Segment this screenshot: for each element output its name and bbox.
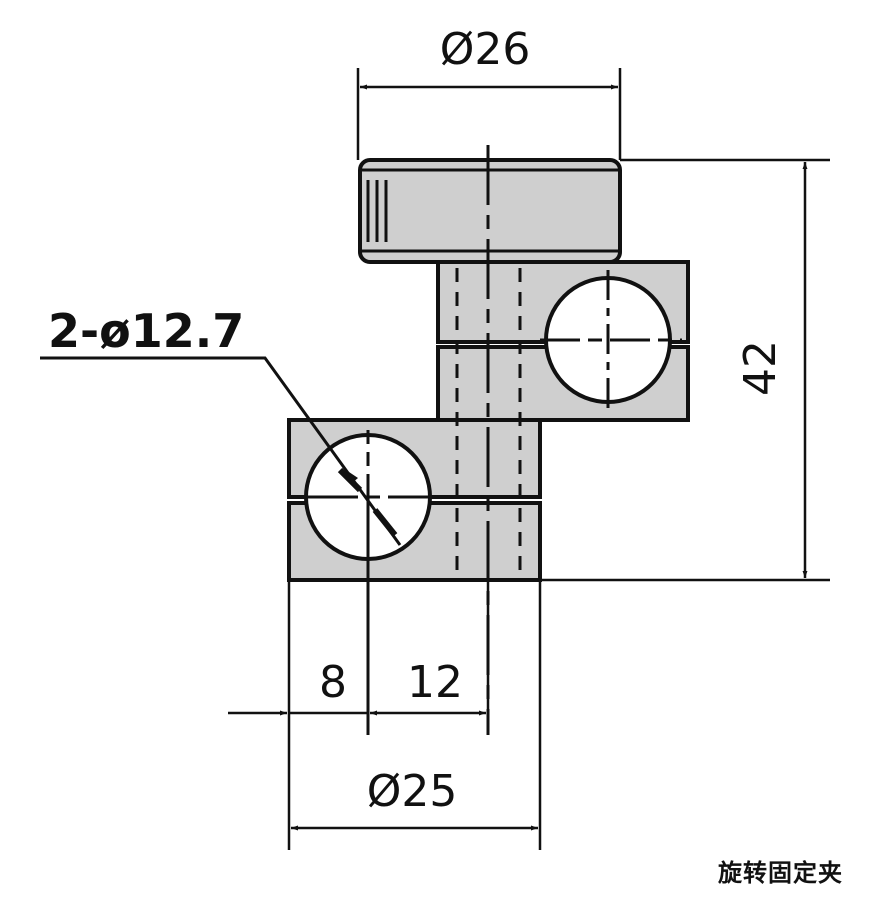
- dimension-top-diameter: Ø26: [356, 24, 622, 160]
- hole-callout-label: 2-ø12.7: [48, 304, 244, 358]
- offset-center-label: 12: [407, 657, 463, 708]
- hole-callout: 2-ø12.7: [40, 304, 402, 546]
- bottom-diameter-label: Ø25: [367, 766, 458, 817]
- top-diameter-label: Ø26: [440, 24, 531, 75]
- dimension-total-height: 42: [540, 158, 830, 582]
- dimension-bottom-diameter: Ø25: [291, 766, 538, 831]
- total-height-label: 42: [735, 340, 786, 396]
- top-knob: [358, 158, 622, 264]
- dimension-offsets: 8 12: [228, 580, 542, 850]
- lower-clamp-block: [287, 418, 542, 735]
- offset-left-label: 8: [319, 657, 347, 708]
- drawing-title: 旋转固定夹: [718, 859, 843, 887]
- upper-clamp-block: [436, 260, 690, 422]
